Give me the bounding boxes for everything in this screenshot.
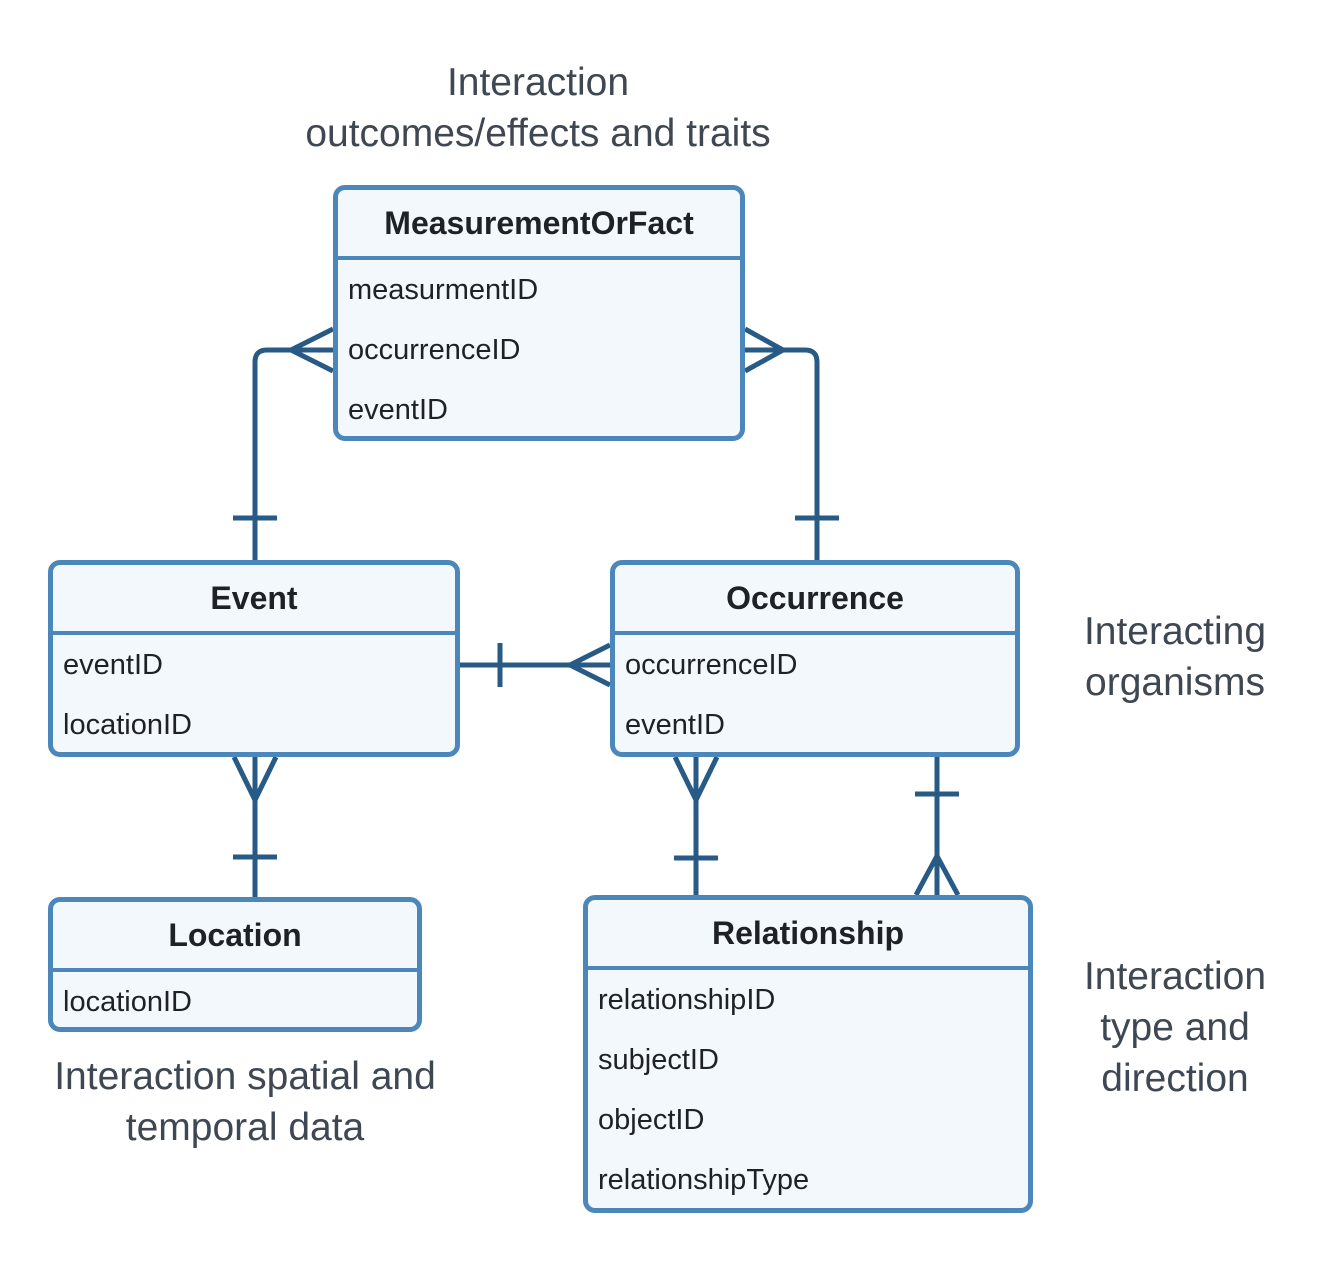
entity-event: Event eventID locationID (48, 560, 460, 757)
connector-occurrence-relationship-subject (672, 755, 720, 895)
entity-attribute: eventID (625, 708, 725, 741)
crows-foot-many-icon (285, 326, 335, 374)
entity-location: Location locationID (48, 897, 422, 1032)
entity-attribute: eventID (63, 648, 163, 681)
entity-relationship: Relationship relationshipID subjectID ob… (583, 895, 1033, 1213)
entity-title: Event (53, 565, 455, 635)
entity-attribute-list: measurmentID occurrenceID eventID (338, 260, 740, 436)
crows-foot-many-icon (672, 755, 720, 806)
crows-foot-many-icon (564, 642, 612, 688)
entity-measurement-or-fact: MeasurementOrFact measurmentID occurrenc… (333, 185, 745, 441)
entity-attribute: measurmentID (348, 273, 539, 306)
entity-attribute: relationshipID (598, 983, 776, 1016)
connector-occurrence-relationship-object (913, 757, 961, 897)
entity-occurrence: Occurrence occurrenceID eventID (610, 560, 1020, 757)
entity-attribute: relationshipType (598, 1163, 810, 1196)
entity-attribute-list: relationshipID subjectID objectID relati… (588, 970, 1028, 1208)
annotation-interacting-organisms: Interacting organisms (1083, 610, 1267, 704)
connector-line (252, 347, 291, 560)
entity-title: Occurrence (615, 565, 1015, 635)
entity-attribute-list: eventID locationID (53, 635, 455, 752)
entity-attribute: locationID (63, 708, 192, 741)
entity-title: MeasurementOrFact (338, 190, 740, 260)
crows-foot-many-icon (231, 755, 279, 806)
connector-measurementorfact-event (233, 326, 335, 560)
entity-attribute: objectID (598, 1103, 705, 1136)
entity-attribute-list: locationID (53, 972, 417, 1027)
crows-foot-many-icon (913, 850, 961, 897)
entity-attribute: subjectID (598, 1043, 719, 1076)
annotation-spatial-temporal: Interaction spatial and temporal data (54, 1055, 436, 1149)
entity-attribute: eventID (348, 393, 448, 426)
entity-title: Relationship (588, 900, 1028, 970)
connector-event-location (231, 755, 279, 897)
annotation-interaction-outcomes: Interaction outcomes/effects and traits (305, 61, 771, 155)
entity-attribute: locationID (63, 985, 192, 1018)
connector-measurementorfact-occurrence (743, 326, 839, 560)
connector-line (783, 347, 820, 560)
entity-title: Location (53, 902, 417, 972)
entity-attribute: occurrenceID (348, 333, 521, 366)
entity-attribute-list: occurrenceID eventID (615, 635, 1015, 752)
annotation-type-direction: Interaction type and direction (1083, 955, 1267, 1100)
crows-foot-many-icon (743, 326, 789, 374)
entity-attribute: occurrenceID (625, 648, 798, 681)
connector-event-occurrence (460, 642, 612, 688)
